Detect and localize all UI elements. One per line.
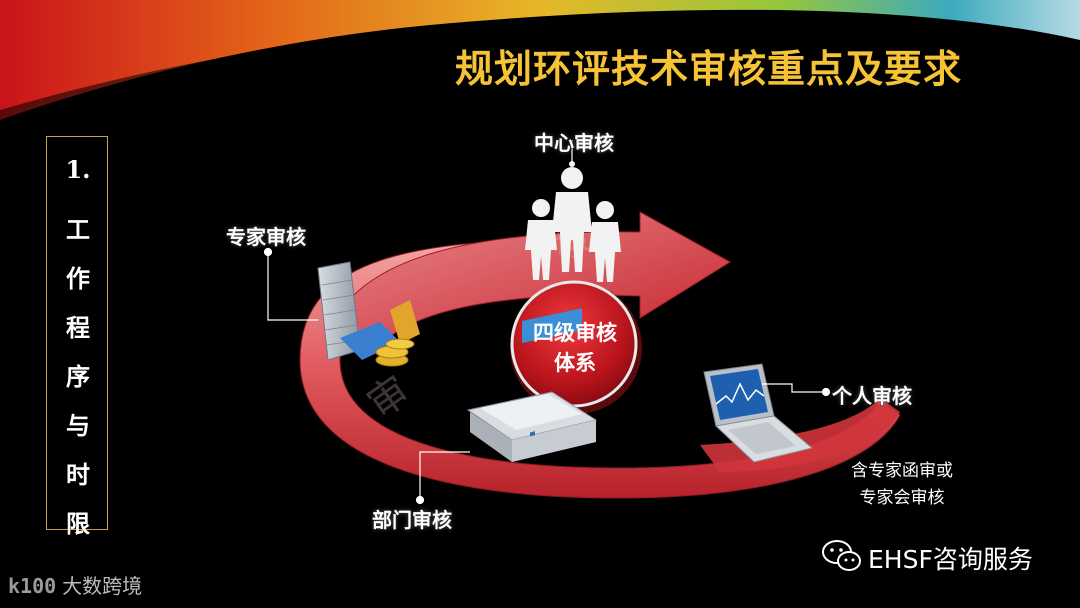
- center-label-line2: 体系: [520, 348, 630, 378]
- review-note-line2: 专家会审核: [822, 485, 982, 512]
- review-note-line1: 含专家函审或: [822, 458, 982, 485]
- node-label-top: 中心审核: [534, 127, 614, 156]
- section-title-vertical: 工 作 程 序 与 时 限: [47, 205, 109, 548]
- center-label: 四级审核 体系: [520, 318, 630, 378]
- brand-name: EHSF咨询服务: [868, 540, 1033, 576]
- wechat-icon: [823, 541, 860, 570]
- node-label-right: 个人审核: [832, 380, 912, 409]
- center-label-line1: 四级审核: [520, 318, 630, 348]
- review-note: 含专家函审或 专家会审核: [822, 458, 982, 512]
- section-char: 作: [66, 254, 90, 303]
- node-label-bottom: 部门审核: [372, 504, 452, 533]
- section-char: 程: [66, 303, 90, 352]
- section-char: 限: [66, 499, 90, 548]
- section-char: 序: [66, 352, 90, 401]
- section-number: 1.: [47, 155, 109, 184]
- slide-title: 规划环评技术审核重点及要求: [455, 38, 1055, 93]
- section-char: 时: [66, 450, 90, 499]
- section-char: 工: [66, 205, 90, 254]
- node-label-left: 专家审核: [226, 221, 306, 250]
- logo-mark: k100: [8, 574, 56, 598]
- sidebar-box: 1. 工 作 程 序 与 时 限: [46, 136, 108, 530]
- section-char: 与: [66, 401, 90, 450]
- logo-text: 大数跨境: [62, 574, 142, 598]
